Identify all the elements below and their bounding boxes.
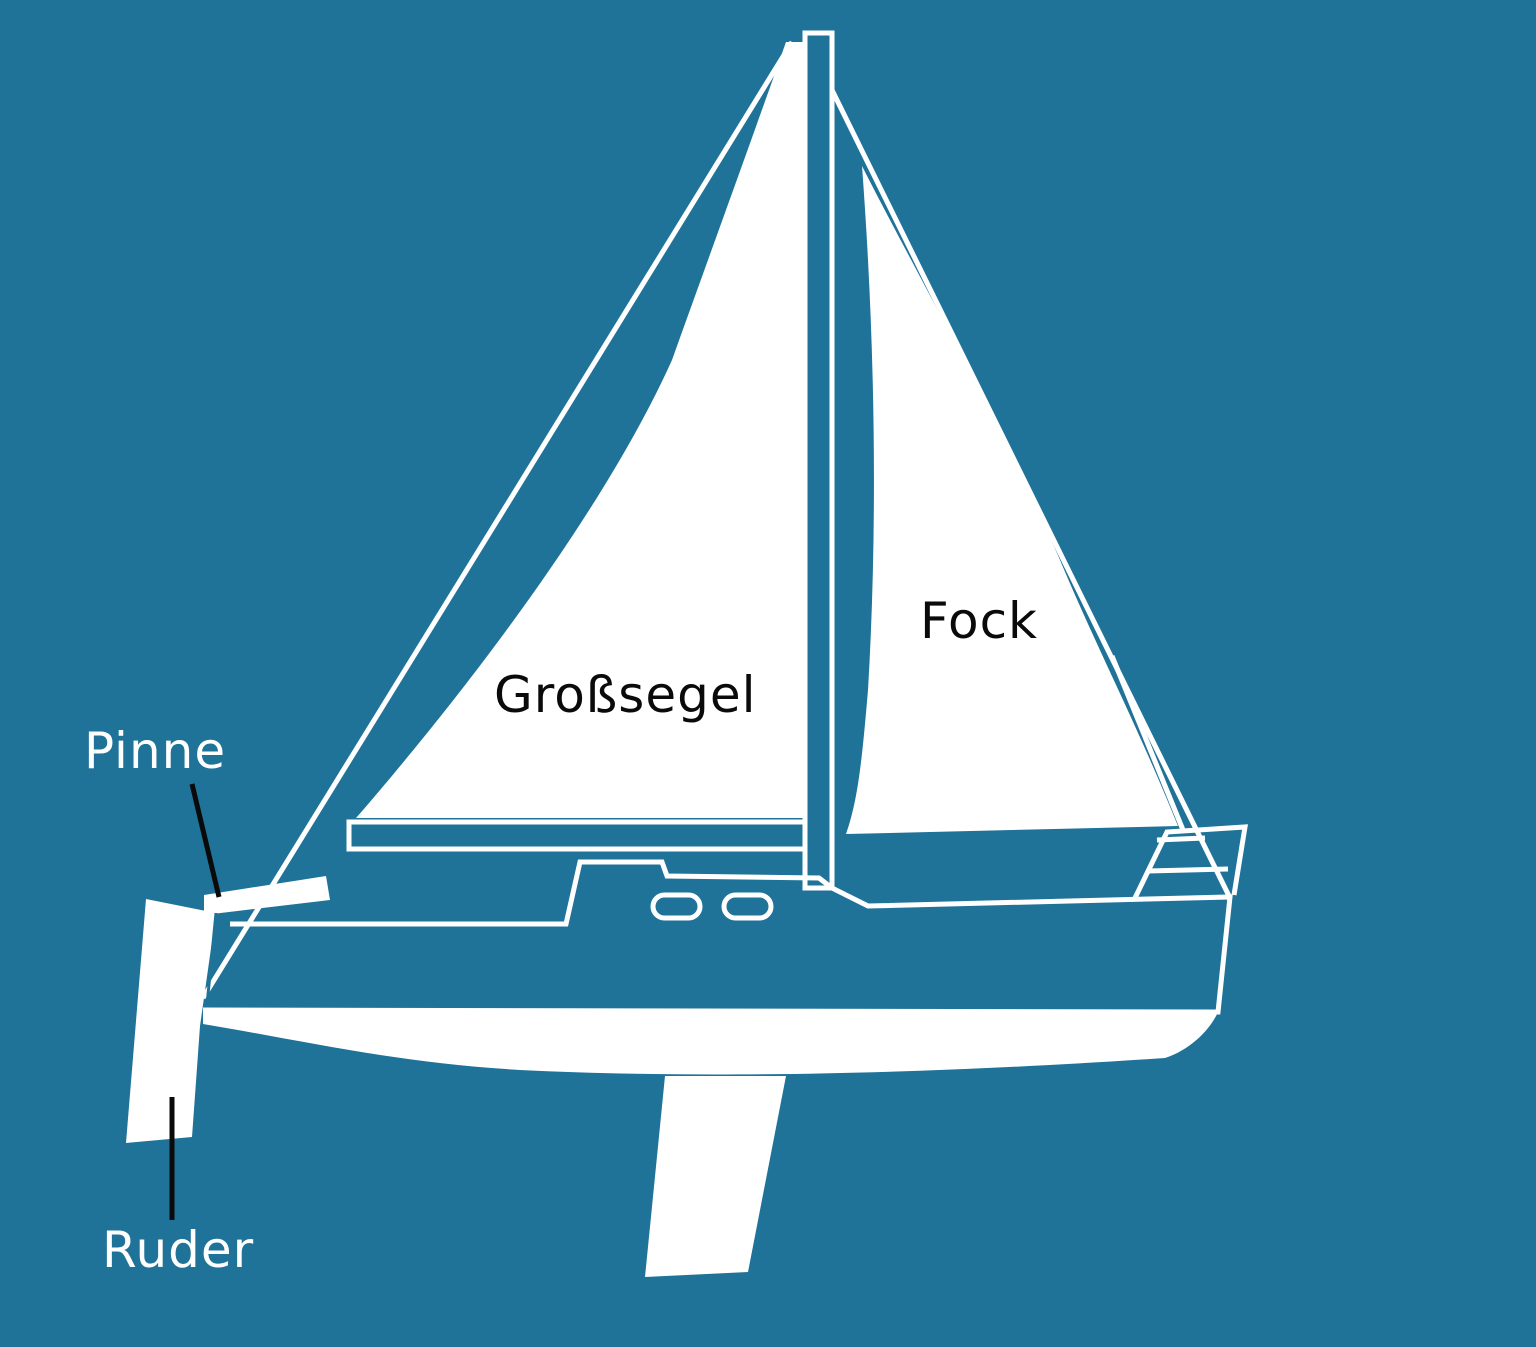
jib bbox=[846, 166, 1178, 834]
jib-label: Fock bbox=[920, 592, 1039, 650]
hull-underbody bbox=[203, 1010, 1218, 1075]
rudder-blade bbox=[126, 899, 216, 1143]
porthole-left bbox=[650, 892, 703, 921]
forestay bbox=[829, 88, 1233, 900]
mainsail bbox=[356, 42, 805, 818]
boom bbox=[346, 819, 808, 852]
bow-pulpit bbox=[1132, 824, 1248, 900]
backstay bbox=[200, 40, 795, 1000]
pulpit-rail-lower bbox=[1147, 866, 1229, 874]
tiller-label: Pinne bbox=[84, 722, 227, 780]
rudder-label: Ruder bbox=[102, 1221, 255, 1279]
rudder-stock bbox=[205, 912, 218, 1006]
jib-sheet bbox=[1109, 655, 1186, 831]
mainsail-label: Großsegel bbox=[494, 666, 757, 724]
keel bbox=[645, 1076, 786, 1277]
pulpit-rail-upper bbox=[1156, 835, 1206, 843]
hull-side bbox=[202, 859, 1233, 1015]
porthole-right bbox=[721, 892, 774, 921]
mast bbox=[802, 30, 835, 891]
tiller-leader-line bbox=[189, 783, 222, 898]
